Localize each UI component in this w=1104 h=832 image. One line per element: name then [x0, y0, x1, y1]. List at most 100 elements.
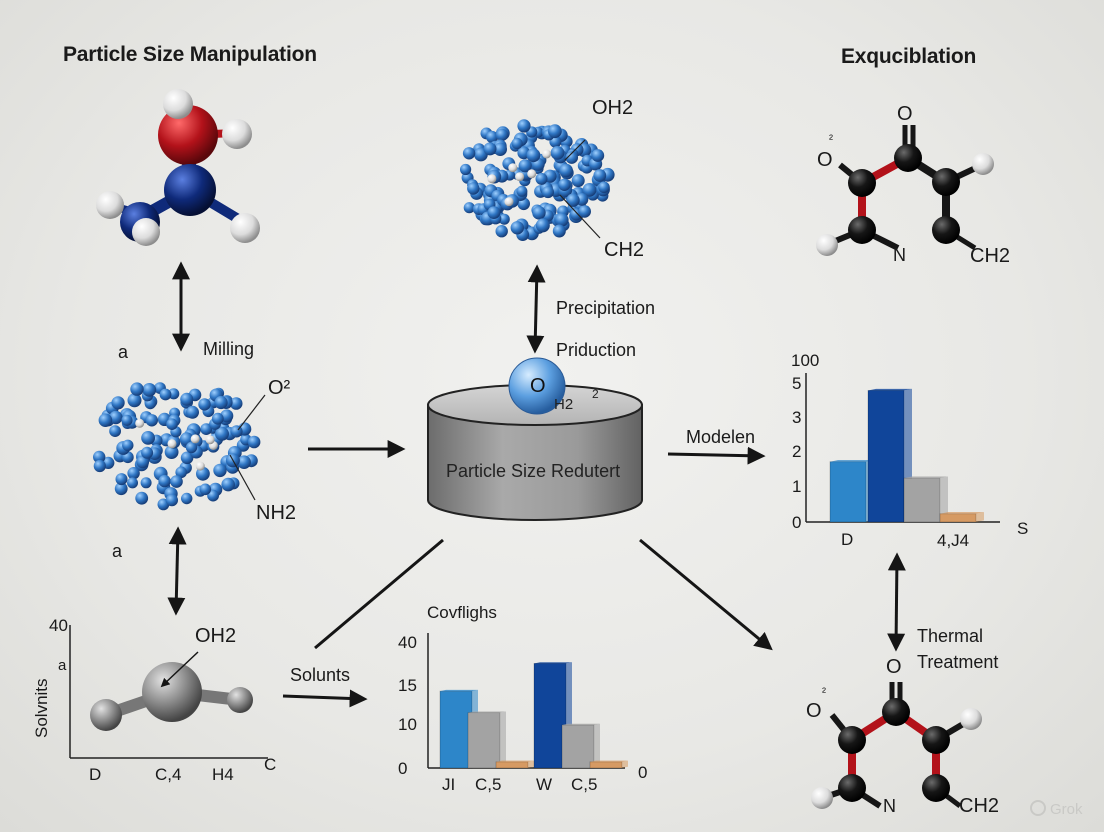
particle-atom: [170, 475, 183, 488]
hydrogen-atom: [527, 169, 537, 179]
bar-top: [496, 760, 534, 762]
x-tick-label: D: [841, 530, 854, 549]
ring-top-o-top: O: [897, 103, 913, 125]
particle-atom: [165, 494, 178, 507]
particle-atom: [127, 467, 140, 480]
y-tick-label: 40: [49, 616, 68, 635]
ring-top-o-left: O: [817, 149, 833, 171]
particle-atom: [467, 182, 480, 195]
ring-bottom-n: N: [883, 796, 896, 816]
line-vessel-to-solunts: [314, 538, 444, 650]
x-tick-label: W: [536, 775, 553, 794]
particle-atom: [115, 473, 128, 486]
particle-atom: [516, 185, 528, 197]
bar-side: [622, 760, 628, 768]
particle-atom: [181, 492, 193, 505]
hydrogen-atom: [167, 439, 177, 449]
particle-atom: [111, 396, 125, 410]
hydrogen-atom: [515, 172, 525, 182]
particle-atom: [247, 435, 261, 449]
particle-atom: [145, 414, 158, 427]
label-modelen: Modelen: [686, 427, 756, 447]
particle-atom: [542, 186, 554, 199]
particle-atom: [552, 224, 566, 238]
particle-atom: [127, 477, 138, 489]
particle-atom: [159, 388, 172, 401]
particle-atom: [518, 159, 532, 173]
flow-arrows: [167, 261, 906, 708]
bar-top: [940, 512, 984, 514]
arrow-double-milling-bottom: [167, 526, 187, 616]
label-thermal: Thermal: [917, 626, 984, 646]
particle-atom: [593, 169, 607, 182]
particle-atom: [186, 405, 199, 419]
bar-top: [868, 388, 912, 391]
particle-atom: [140, 477, 152, 489]
particle-atom: [122, 439, 134, 451]
y-tick-label: 40: [398, 633, 417, 652]
bar: [495, 761, 529, 769]
bar: [467, 712, 501, 769]
stray-label-a: a: [112, 541, 123, 561]
particle-atom: [114, 482, 128, 496]
particle-atom: [486, 130, 499, 144]
particle-atom: [487, 206, 501, 220]
particle-atom: [566, 193, 580, 207]
particle-cluster-top: [460, 119, 615, 242]
arrow-double-precipitation: [526, 264, 546, 354]
bar-chart-bottom: [427, 633, 628, 769]
particle-atom: [532, 206, 546, 220]
hydrogen-atom: [542, 149, 552, 159]
particle-atom: [517, 119, 531, 133]
reactor-vessel: [427, 357, 643, 521]
particle-atom: [582, 183, 597, 197]
grok-icon: [1030, 800, 1046, 816]
ring-molecule-top: [816, 125, 994, 256]
particle-atom: [141, 446, 154, 459]
particle-atom: [98, 413, 113, 428]
bar-top: [562, 723, 600, 725]
particle-atom: [109, 410, 123, 425]
chart-title: Covflighs: [427, 603, 497, 622]
bar-chart-right: [805, 373, 1000, 523]
particle-atom: [493, 142, 507, 156]
hydrogen-atom: [135, 418, 145, 428]
particle-atom: [180, 392, 194, 406]
ring-molecule-bottom: [811, 682, 982, 809]
x-tick-label: C,4: [155, 765, 182, 784]
particle-atom: [555, 213, 569, 227]
particle-atom: [558, 178, 571, 191]
particle-atom: [463, 202, 475, 214]
bar: [939, 513, 977, 523]
particle-atom: [483, 142, 497, 156]
bar-top: [440, 689, 478, 692]
hydrogen-atom: [487, 174, 497, 184]
y-tick-label: 2: [792, 442, 802, 461]
bar: [561, 724, 595, 769]
particle-atom: [229, 397, 243, 410]
particle-atom: [526, 148, 541, 163]
arrow-to-ring-bottom: [639, 538, 773, 651]
solvents-axes: [69, 625, 268, 759]
y-tick-label: 0: [398, 759, 408, 778]
bar: [867, 390, 905, 523]
particle-atom: [221, 477, 235, 492]
particle-atom: [237, 455, 251, 470]
leader-line: [564, 139, 586, 161]
label-oh2-bottom-left: OH2: [195, 625, 237, 647]
particle-atom: [180, 451, 194, 465]
particle-atom: [510, 221, 524, 235]
bar: [903, 477, 941, 523]
y-tick-label: 15: [398, 676, 417, 695]
x-tick-label: D: [89, 765, 102, 784]
particle-atom: [136, 455, 150, 469]
label-production: Priduction: [556, 340, 637, 360]
particle-atom: [550, 146, 565, 160]
bar-side: [940, 476, 948, 522]
particle-atom: [460, 163, 472, 176]
ring-top-ch2: CH2: [970, 245, 1011, 267]
particle-atom: [511, 137, 523, 150]
particle-atom: [130, 382, 144, 396]
particle-atom: [109, 425, 121, 437]
